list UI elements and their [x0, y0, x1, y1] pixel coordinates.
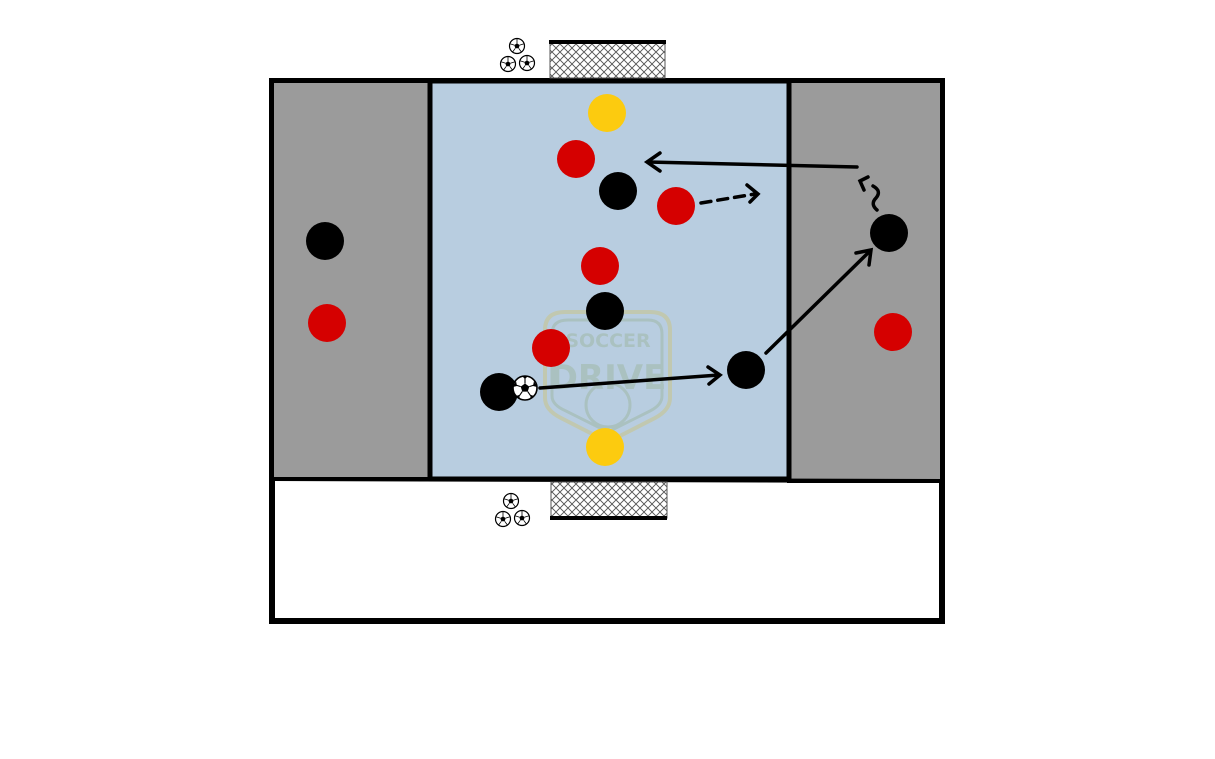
top-goal-net-icon [549, 40, 666, 79]
player-red [532, 329, 570, 367]
soccer-ball-icon [512, 375, 538, 401]
top-ball-pile-icon [499, 37, 536, 73]
bottom-goal-net-icon [550, 481, 668, 520]
player-red [308, 304, 346, 342]
keeper-yellow-top [588, 94, 626, 132]
player-black [586, 292, 624, 330]
player-red [581, 247, 619, 285]
player-black [480, 373, 518, 411]
player-red [874, 313, 912, 351]
left-zone [270, 79, 432, 481]
watermark-text-soccer: SOCCER [565, 330, 651, 352]
player-black [306, 222, 344, 260]
pass-arrow-to-right-zone [764, 247, 874, 355]
player-red [557, 140, 595, 178]
right-zone [787, 79, 944, 483]
bottom-zone-line [271, 477, 943, 483]
watermark-text-drive: DRIVE [550, 358, 667, 398]
player-black [599, 172, 637, 210]
keeper-yellow-bottom [586, 428, 624, 466]
dribble-squiggle [857, 175, 881, 212]
pass-arrow-right-to-center [643, 151, 859, 173]
run-arrow-dashed [699, 183, 761, 205]
pass-arrow-ball-to-player [538, 365, 723, 390]
player-black [870, 214, 908, 252]
player-red [657, 187, 695, 225]
player-black [727, 351, 765, 389]
